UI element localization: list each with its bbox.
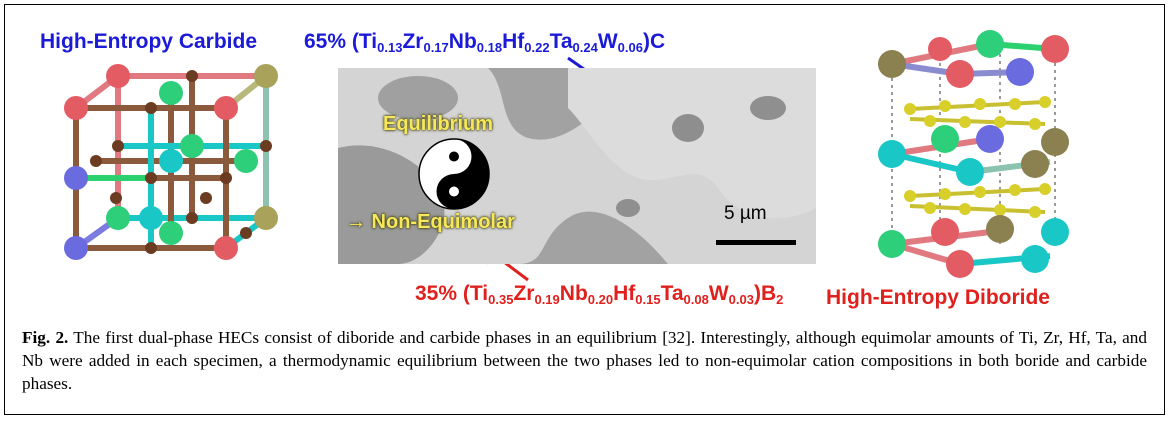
sem-micrograph: Equilibrium → Non-Equimolar 5 µm [338, 68, 816, 264]
caption-text: The first dual-phase HECs consist of dib… [22, 328, 1147, 393]
carbide-formula: 65% (Ti0.13Zr0.17Nb0.18Hf0.22Ta0.24W0.06… [304, 30, 666, 55]
diboride-crystal-illustration [878, 30, 1069, 278]
scale-label: 5 µm [724, 203, 767, 224]
figure-caption: Fig. 2. The first dual-phase HECs consis… [22, 326, 1147, 395]
carbide-title: High-Entropy Carbide [40, 30, 258, 53]
micrograph-image [338, 68, 816, 264]
figure-frame [4, 4, 1165, 415]
caption-label: Fig. 2. [22, 328, 69, 347]
equilibrium-label: Equilibrium [383, 113, 493, 135]
diboride-title: High-Entropy Diboride [826, 286, 1050, 309]
non-equimolar-label: → Non-Equimolar [346, 211, 515, 233]
carbide-crystal-illustration [64, 64, 278, 260]
scale-bar [716, 240, 796, 245]
boride-formula: 35% (Ti0.35Zr0.19Nb0.20Hf0.15Ta0.08W0.03… [415, 282, 784, 307]
yin-yang-icon [418, 138, 490, 210]
